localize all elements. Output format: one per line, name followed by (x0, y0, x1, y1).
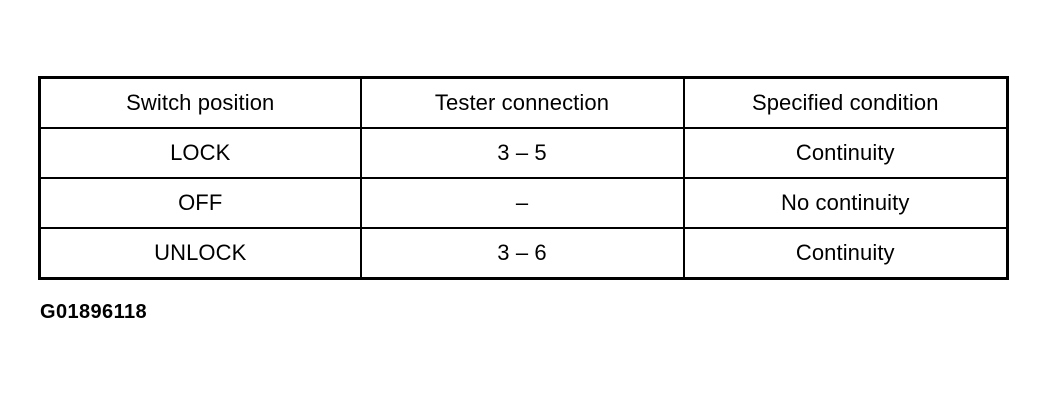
table-header-row: Switch position Tester connection Specif… (38, 76, 1009, 129)
column-header-switch-position: Switch position (38, 76, 362, 129)
table-row: UNLOCK 3 – 6 Continuity (38, 227, 1009, 280)
column-header-specified-condition: Specified condition (682, 76, 1009, 129)
figure-caption: G01896118 (40, 301, 148, 323)
cell-tester-connection-lock: 3 – 5 (359, 127, 685, 179)
cell-switch-position-off: OFF (38, 177, 362, 229)
cell-specified-condition-off: No continuity (682, 177, 1009, 229)
cell-specified-condition-lock: Continuity (682, 127, 1009, 179)
cell-tester-connection-unlock: 3 – 6 (359, 227, 685, 280)
specification-table-container: Switch position Tester connection Specif… (38, 76, 1009, 280)
specification-table: Switch position Tester connection Specif… (38, 76, 1009, 280)
column-header-tester-connection: Tester connection (359, 76, 685, 129)
cell-tester-connection-off: – (359, 177, 685, 229)
table-row: LOCK 3 – 5 Continuity (38, 127, 1009, 179)
table-row: OFF – No continuity (38, 177, 1009, 229)
cell-switch-position-lock: LOCK (38, 127, 362, 179)
cell-switch-position-unlock: UNLOCK (38, 227, 362, 280)
cell-specified-condition-unlock: Continuity (682, 227, 1009, 280)
